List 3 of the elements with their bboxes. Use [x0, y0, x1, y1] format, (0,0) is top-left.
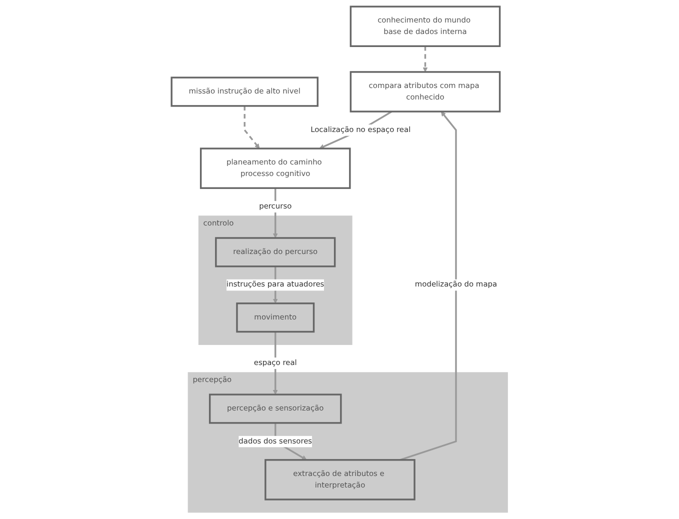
arrow: [422, 46, 428, 72]
arrow: [244, 106, 260, 149]
arrow: [400, 111, 457, 461]
